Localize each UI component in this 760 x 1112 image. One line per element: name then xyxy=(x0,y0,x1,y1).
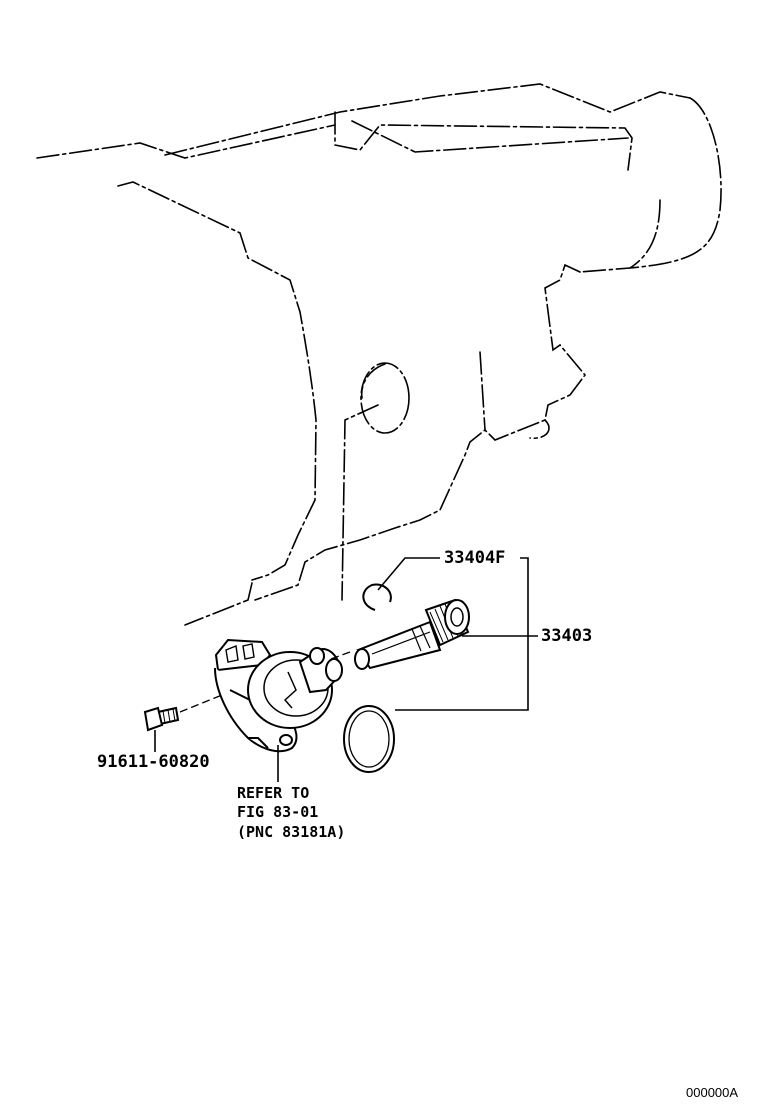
refer-note-line1: REFER TO xyxy=(237,784,310,802)
callout-91611-60820: 91611-60820 xyxy=(97,752,210,772)
bolt-axis-line xyxy=(179,694,223,713)
illustration-reference-code: 000000A xyxy=(686,1085,739,1100)
callout-33404f: 33404F xyxy=(444,548,506,568)
speed-sensor-housing xyxy=(214,638,343,753)
retainer-clip xyxy=(362,583,392,611)
speedometer-driven-gear xyxy=(354,598,470,670)
o-ring-seal xyxy=(343,705,395,773)
callout-leader-lines xyxy=(154,557,538,782)
transmission-housing-outline xyxy=(36,83,722,626)
callout-33403: 33403 xyxy=(541,626,593,646)
refer-note-line3: (PNC 83181A) xyxy=(237,823,346,841)
refer-note-line2: FIG 83-01 xyxy=(237,803,319,821)
flange-bolt xyxy=(143,706,180,732)
shaft-axis-line xyxy=(327,651,351,661)
